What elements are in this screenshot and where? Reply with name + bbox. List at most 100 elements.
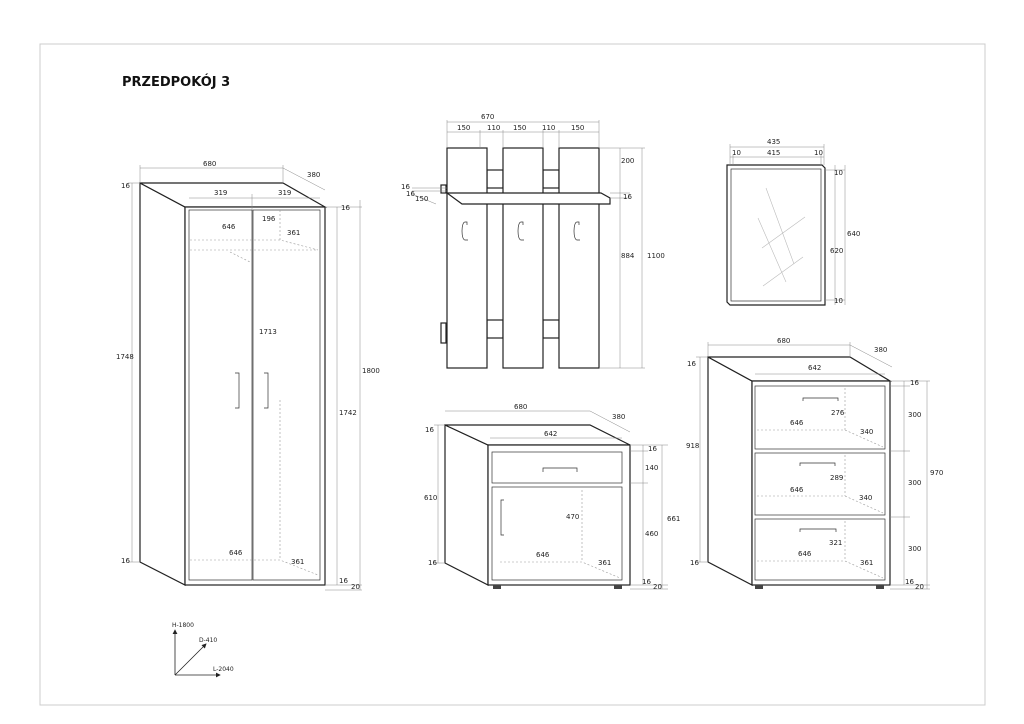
dim-drawer2-height: 289 — [830, 474, 843, 482]
dim-top-offset: 200 — [621, 157, 634, 165]
mirror-reflection — [757, 187, 806, 287]
dim-inner-width: 642 — [544, 430, 557, 438]
crossbar — [486, 319, 504, 339]
dresser-interior — [757, 388, 884, 579]
dim-bottom-right: 16 — [339, 577, 348, 585]
dim-drawer1-width: 646 — [790, 419, 804, 427]
wardrobe-side — [139, 182, 186, 586]
dresser-drawing: 680 380 642 16 16 300 276 646 340 918 30… — [686, 337, 943, 591]
dim-shelf-depth: 361 — [287, 229, 300, 237]
dim-frame-top: 10 — [834, 169, 843, 177]
page-title: PRZEDPOKÓJ 3 — [122, 74, 230, 90]
dim-plinth: 20 — [351, 583, 360, 591]
axes-legend: H-1800 D-410 L-2040 — [172, 622, 234, 678]
axis-height-label: H-1800 — [172, 622, 194, 629]
cabinet-side — [444, 424, 489, 586]
dim-panel3: 150 — [571, 124, 584, 132]
dim-gap2: 110 — [542, 124, 555, 132]
dim-interior-height: 1713 — [259, 328, 277, 336]
dim-plinth: 20 — [915, 583, 924, 591]
door-handle-right — [264, 372, 269, 409]
dim-drawer3-front: 300 — [908, 545, 921, 553]
shoe-cabinet-drawing: 680 380 642 16 16 140 610 470 661 460 64… — [424, 403, 680, 591]
wardrobe-drawing: 680 380 319 319 16 16 196 646 361 1748 1… — [116, 160, 380, 591]
dim-panel2: 150 — [513, 124, 526, 132]
dresser-side — [707, 355, 753, 586]
dim-shelf-gap: 196 — [262, 215, 276, 223]
dim-side-b: 16 — [406, 190, 415, 198]
drawer-handle — [802, 397, 839, 401]
dim-shelf-depth: 150 — [415, 195, 428, 203]
dim-side-height: 610 — [424, 494, 437, 502]
mirror-glass — [730, 168, 822, 302]
dim-drawer2-width: 646 — [790, 486, 804, 494]
crossbar — [542, 169, 560, 189]
depth-axis-arrow — [174, 643, 207, 676]
dim-drawer3-height: 321 — [829, 539, 842, 547]
coat-hook-icon — [461, 221, 468, 241]
mirror-dimension-lines — [729, 144, 846, 305]
cabinet-dimension-lines — [434, 410, 668, 590]
dim-bottom-right: 16 — [905, 578, 914, 586]
dim-hanger-height: 1100 — [647, 252, 665, 260]
cabinet-interior — [500, 490, 621, 579]
dim-side-height: 1748 — [116, 353, 134, 361]
coat-hook-icon — [517, 221, 524, 241]
dim-drawer1-height: 276 — [831, 409, 845, 417]
hanger-panel-3 — [558, 147, 600, 369]
door-handle-left — [235, 372, 240, 409]
wardrobe-door-right — [252, 209, 321, 581]
hanger-drawing: 670 150 110 150 110 150 200 16 884 1100 … — [401, 113, 665, 369]
mirror-frame — [726, 164, 826, 306]
bracket — [440, 184, 447, 194]
dim-panel1: 150 — [457, 124, 470, 132]
foot — [876, 585, 884, 589]
dim-dresser-width: 680 — [777, 337, 790, 345]
coat-hook-icon — [573, 221, 580, 241]
dim-frame-bottom: 10 — [834, 297, 843, 305]
dim-top-thickness: 16 — [121, 182, 130, 190]
hanger-shelf — [445, 192, 611, 205]
dim-shelf-width: 646 — [222, 223, 236, 231]
dim-mirror-height: 640 — [847, 230, 860, 238]
dim-plinth: 20 — [653, 583, 662, 591]
axis-length-label: L-2040 — [213, 666, 234, 673]
dim-cabinet-depth: 380 — [612, 413, 625, 421]
dim-drawer1-depth: 340 — [860, 428, 873, 436]
wardrobe-door-left — [188, 209, 253, 581]
dim-top-right: 16 — [648, 445, 657, 453]
dim-top-left: 16 — [425, 426, 434, 434]
dim-cabinet-height: 661 — [667, 515, 680, 523]
dim-wardrobe-depth: 380 — [307, 171, 320, 179]
dim-side-height: 918 — [686, 442, 699, 450]
bracket — [440, 322, 447, 344]
dim-frame-right: 10 — [814, 149, 823, 157]
dim-shelf-thickness: 16 — [623, 193, 632, 201]
axis-depth-label: D-410 — [199, 637, 217, 644]
dim-panel-lower: 884 — [621, 252, 635, 260]
dim-bottom-left: 16 — [690, 559, 699, 567]
hanger-dimension-lines — [411, 120, 645, 369]
dim-drawer-height: 140 — [645, 464, 658, 472]
dim-drawer3-width: 646 — [798, 550, 812, 558]
dresser-drawer-1 — [754, 385, 886, 450]
dim-door-left: 319 — [214, 189, 227, 197]
dim-bottom-width: 646 — [229, 549, 243, 557]
dim-drawer2-front: 300 — [908, 479, 921, 487]
dresser-front — [751, 380, 891, 586]
dim-cabinet-width: 680 — [514, 403, 527, 411]
dim-inner-height: 1742 — [339, 409, 357, 417]
dim-glass-width: 415 — [767, 149, 780, 157]
dim-drawer3-depth: 361 — [860, 559, 873, 567]
dim-door-inner: 470 — [566, 513, 579, 521]
wardrobe-interior — [190, 210, 319, 576]
dim-mirror-width: 435 — [767, 138, 780, 146]
hanger-panel-1 — [446, 147, 488, 369]
crossbar — [542, 319, 560, 339]
dim-frame-left: 10 — [732, 149, 741, 157]
dim-dresser-height: 970 — [930, 469, 943, 477]
dim-total-height: 1800 — [362, 367, 380, 375]
dim-bottom-left: 16 — [428, 559, 437, 567]
dim-inner-width: 642 — [808, 364, 821, 372]
